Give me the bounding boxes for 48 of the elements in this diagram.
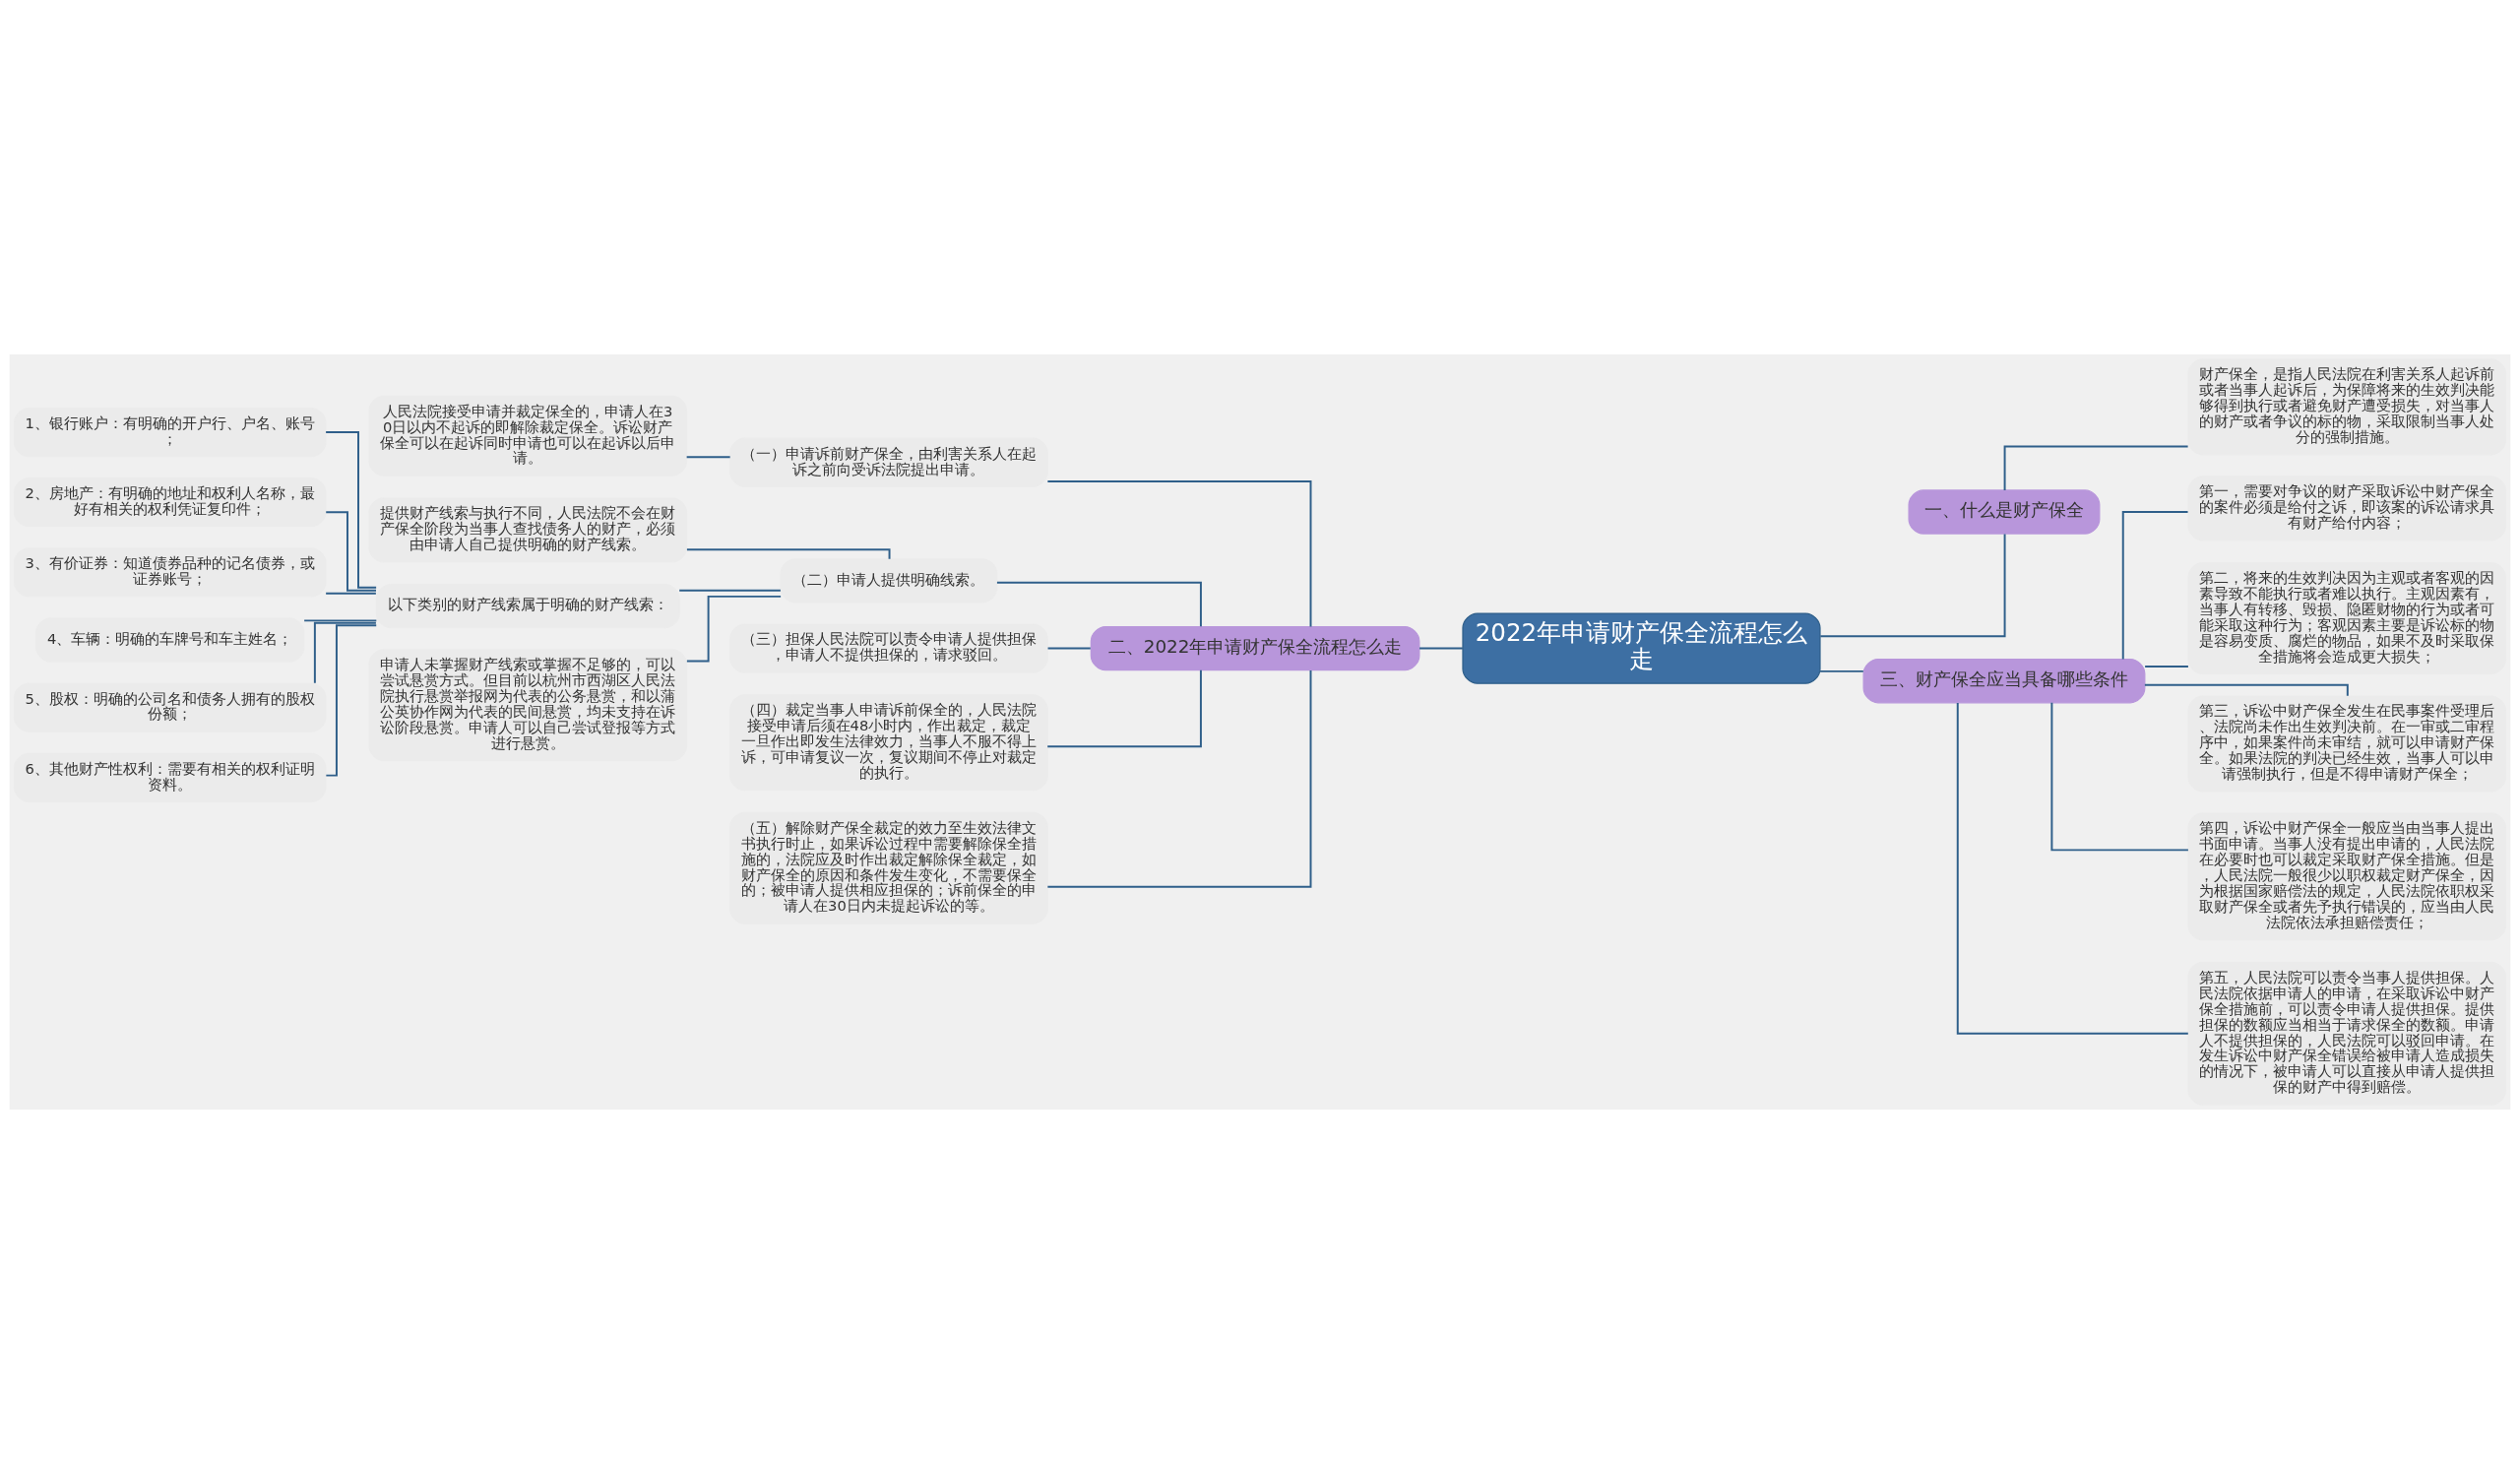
node-text: 1、银行账户：有明确的开户行、户名、账号；: [25, 413, 315, 447]
connector: [1819, 533, 2006, 637]
node-box: 二、2022年申请财产保全流程怎么走: [1090, 625, 1420, 670]
connector: [1046, 668, 1202, 747]
connector: [1956, 701, 2189, 1035]
connector: [2050, 701, 2189, 851]
node-text: 6、其他财产性权利：需要有相关的权利证明资料。: [25, 759, 315, 793]
node-box: 2022年申请财产保全流程怎么走: [1462, 611, 1821, 684]
connector: [313, 621, 377, 684]
connector: [2003, 445, 2189, 491]
node-text: （二）申请人提供明确线索。: [792, 570, 985, 588]
connector: [685, 547, 891, 560]
connector: [325, 510, 377, 592]
node-text: 第一，需要对争议的财产采取诉讼中财产保全的案件必须是给付之诉，即该案的诉讼请求具有财产给付内容；: [2199, 481, 2495, 531]
node-text: （四）裁定当事人申请诉前保全的，人民法院接受申请后须在48小时内，作出裁定，裁定一旦作出即发生法律效力，当事人不服不得上诉，可申请复议一次，复议期间不停止对裁定的执行。: [740, 700, 1037, 781]
node-text: （一）申请诉前财产保全，由利害关系人在起诉之前向受诉法院提出申请。: [740, 444, 1037, 477]
connector: [325, 592, 377, 595]
node-text: 2、房地产：有明确的地址和权利人名称，最好有相关的权利凭证复印件；: [25, 483, 315, 517]
connector: [685, 455, 731, 458]
node-text: 提供财产线索与执行不同，人民法院不会在财产保全阶段为当事人查找债务人的财产，必须由申请人自己提供明确的财产线索。: [380, 503, 676, 552]
connector: [678, 589, 782, 592]
node-text: 人民法院接受申请并裁定保全的，申请人在30日以内不起诉的即解除裁定保全。诉讼财产保全可以在起诉同时申请也可以在起诉以后申请。: [380, 402, 676, 466]
node-text: 第二，将来的生效判决因为主观或者客观的因素导致不能执行或者难以执行。主观因素有，当事人有转移、毁损、隐匿财物的行为或者可能采取这种行为；客观因素主要是诉讼标的物是容易变质、腐烂的物品，如果不及时采取保全措施将会造成更大损失；: [2199, 568, 2495, 665]
node-text: 第四，诉讼中财产保全一般应当由当事人提出书面申请。当事人没有提出申请的，人民法院在必要时也可以裁定采取财产保全措施。但是，人民法院一般很少以职权裁定财产保全，因为根据国家赔偿法的规定，人民法院依职权采取财产保全或者先予执行错误的，应当由人民法院依法承担赔偿责任；: [2199, 818, 2495, 930]
node-box: 三、财产保全应当具备哪些条件: [1862, 658, 2146, 703]
connector: [303, 618, 378, 621]
connector: [2144, 665, 2189, 668]
node-text: 5、股权：明确的公司名和债务人拥有的股权份额；: [25, 689, 315, 722]
node-text: 财产保全，是指人民法院在利害关系人起诉前或者当事人起诉后，为保障将来的生效判决能够得到执行或者避免财产遭受损失，对当事人的财产或者争议的标的物，采取限制当事人处分的强制措施。: [2199, 364, 2495, 445]
node-text: 3、有价证券：知道债券品种的记名债券，或证券账号；: [25, 553, 315, 587]
node-text: 4、车辆：明确的车牌号和车主姓名；: [47, 629, 293, 647]
node-text: 以下类别的财产线索属于明确的财产线索：: [387, 595, 668, 612]
connector: [2121, 510, 2189, 661]
connector: [2143, 683, 2349, 697]
node-text: （五）解除财产保全裁定的效力至生效法律文书执行时止，如果诉讼过程中需要解除保全措施的，法院应及时作出裁定解除保全裁定，如财产保全的原因和条件发生变化，不需要保全的；被申请人提供相应担保的；诉前保全的申请人在30日内未提起诉讼的等。: [740, 818, 1037, 914]
connector: [325, 430, 378, 589]
node-text: （三）担保人民法院可以责令申请人提供担保，申请人不提供担保的，请求驳回。: [740, 629, 1037, 663]
connector: [1819, 669, 1864, 672]
connector: [1418, 647, 1464, 650]
connector: [1046, 479, 1312, 627]
node-text: 第三，诉讼中财产保全发生在民事案件受理后、法院尚未作出生效判决前。在一审或二审程序中，如果案件尚未审结，就可以申请财产保全。如果法院的判决已经生效，当事人可以申请强制执行，但是不得申请财产保全；: [2199, 701, 2495, 782]
node-text: 第五，人民法院可以责令当事人提供担保。人民法院依据申请人的申请，在采取诉讼中财产保全措施前，可以责令申请人提供担保。提供担保的数额应当相当于请求保全的数额。申请人不提供担保的，人民法院可以驳回申请。在发生诉讼中财产保全错误给被申请人造成损失的情况下，被申请人可以直接从申请人提供担保的财产中得到赔偿。: [2199, 968, 2495, 1095]
connector: [685, 595, 783, 662]
connector: [1046, 647, 1092, 650]
node-box: 一、什么是财产保全: [1908, 488, 2101, 535]
connector: [1046, 668, 1312, 888]
connector: [995, 581, 1202, 627]
node-text: 申请人未掌握财产线索或掌握不足够的，可以尝试悬赏方式。但目前以杭州市西湖区人民法院执行悬赏举报网为代表的公务悬赏，和以蒲公英协作网为代表的民间悬赏，均未支持在诉讼阶段悬赏。申请人可以自己尝试登报等方式进行悬赏。: [380, 655, 676, 751]
